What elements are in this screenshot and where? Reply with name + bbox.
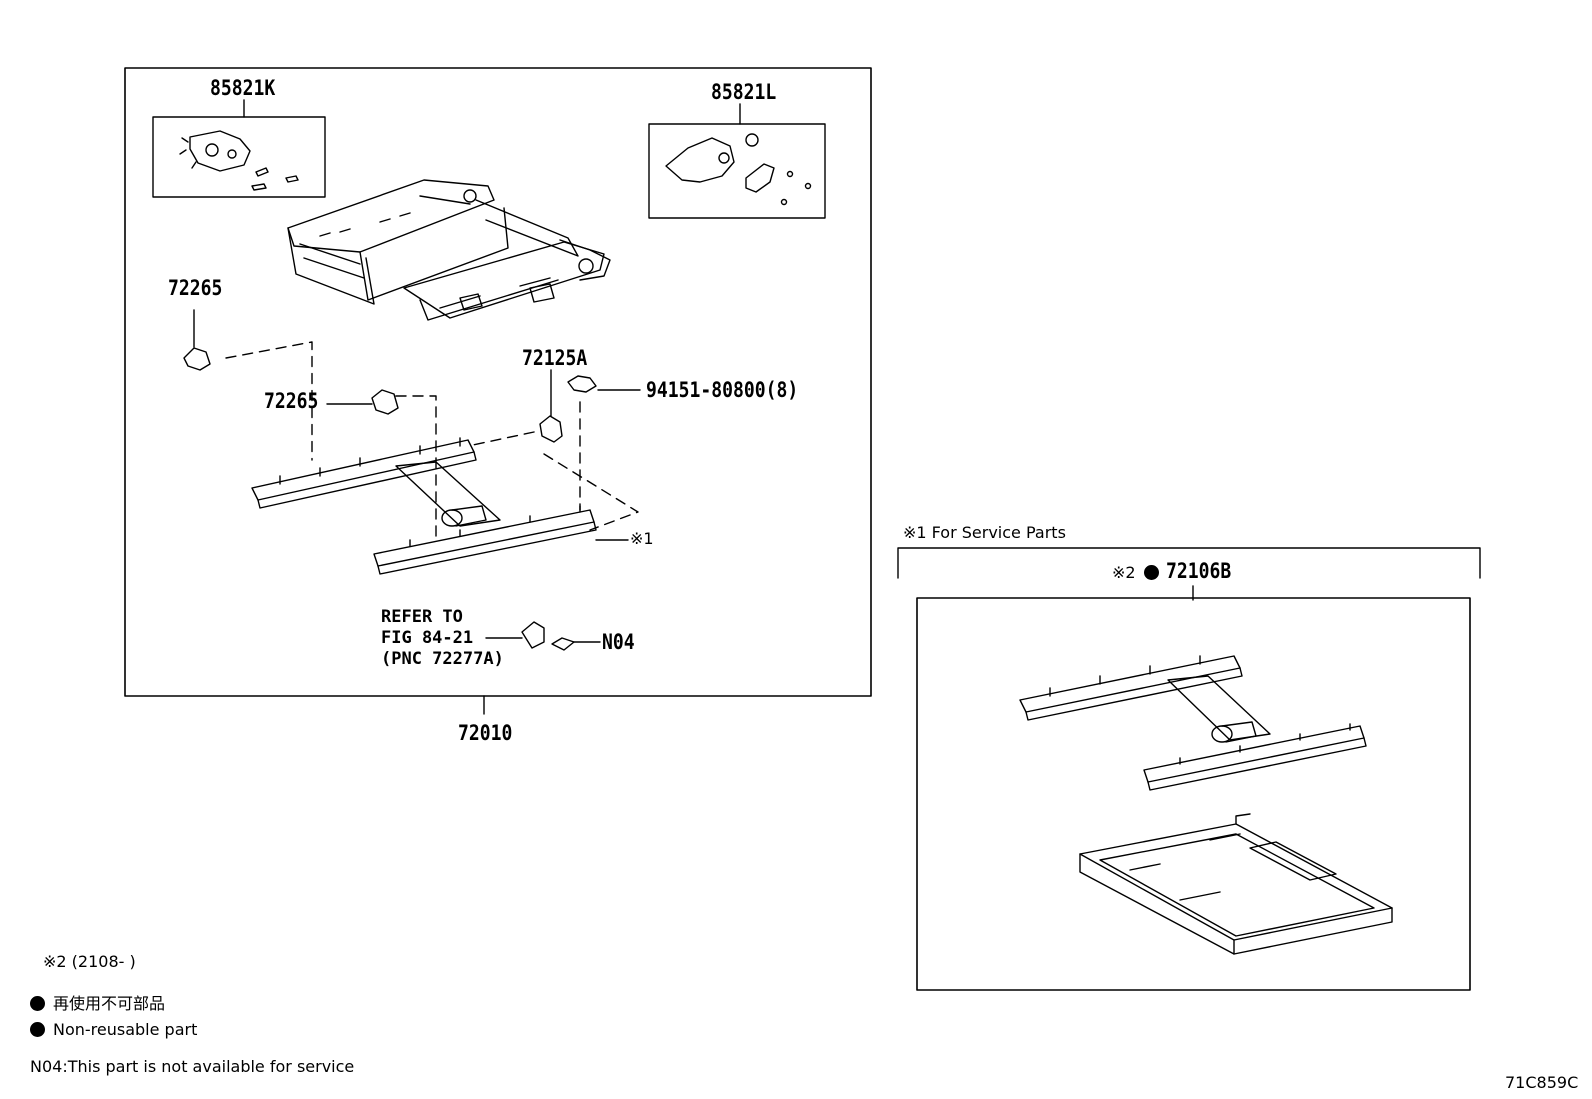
n04-part-icon xyxy=(551,637,575,651)
non-reusable-dot-icon xyxy=(1143,565,1159,580)
part-number-72125a: 72125A xyxy=(522,346,588,370)
refer-to-note: REFER TO FIG 84-21 (PNC 72277A) xyxy=(381,607,504,670)
motor-left-icon xyxy=(179,130,299,191)
cover-lower-icon xyxy=(371,389,399,415)
service-mark-2: ※2 xyxy=(1112,563,1136,582)
cover-upper-icon xyxy=(183,347,211,371)
service-parts-bracket xyxy=(897,547,1481,579)
motor-kit-left-box xyxy=(152,116,326,198)
legend-jp-text: 再使用不可部品 xyxy=(53,994,166,1013)
packaging-tray-icon xyxy=(1079,813,1393,955)
motor-kit-right-box xyxy=(648,123,826,219)
service-mark-label: ※1 xyxy=(630,529,654,548)
code-n04: N04 xyxy=(602,630,635,654)
seat-adjuster-frame-icon xyxy=(287,179,611,321)
legend-en-text: Non-reusable part xyxy=(53,1020,198,1039)
figure-id: 71C859C xyxy=(1505,1073,1579,1092)
legend-n04-note: N04:This part is not available for servi… xyxy=(30,1057,355,1076)
legend-non-reusable-en: Non-reusable part xyxy=(30,1022,197,1038)
refer-line-1: REFER TO xyxy=(381,607,463,627)
part-number-72106b: 72106B xyxy=(1165,559,1232,583)
assembly-frame xyxy=(124,67,872,697)
refer-part-icon xyxy=(521,621,545,649)
part-number-85821l: 85821L xyxy=(711,80,777,104)
part-number-nut: 94151-80800(8) xyxy=(646,378,799,402)
cover-right-icon xyxy=(539,415,563,443)
service-part-label: ※2 72106B xyxy=(1112,561,1242,582)
refer-line-2: FIG 84-21 xyxy=(381,628,474,648)
part-number-72265-lower: 72265 xyxy=(264,389,319,413)
legend-date-note: ※2 (2108- ) xyxy=(43,952,136,971)
assembly-dashed-lines xyxy=(225,341,639,537)
legend-non-reusable-jp: 再使用不可部品 xyxy=(30,996,165,1012)
bullet-dot-icon xyxy=(30,996,45,1011)
bullet-dot-icon xyxy=(30,1022,45,1037)
service-parts-box xyxy=(916,597,1471,991)
service-parts-heading: ※1 For Service Parts xyxy=(903,523,1066,542)
part-number-72010: 72010 xyxy=(458,721,513,745)
nut-icon xyxy=(567,375,597,393)
part-number-85821k: 85821K xyxy=(210,76,276,100)
service-track-icon xyxy=(1019,655,1367,791)
seat-track-icon xyxy=(251,437,597,575)
part-number-72265-upper: 72265 xyxy=(168,276,223,300)
motor-right-icon xyxy=(665,133,812,206)
refer-line-3: (PNC 72277A) xyxy=(381,649,504,669)
